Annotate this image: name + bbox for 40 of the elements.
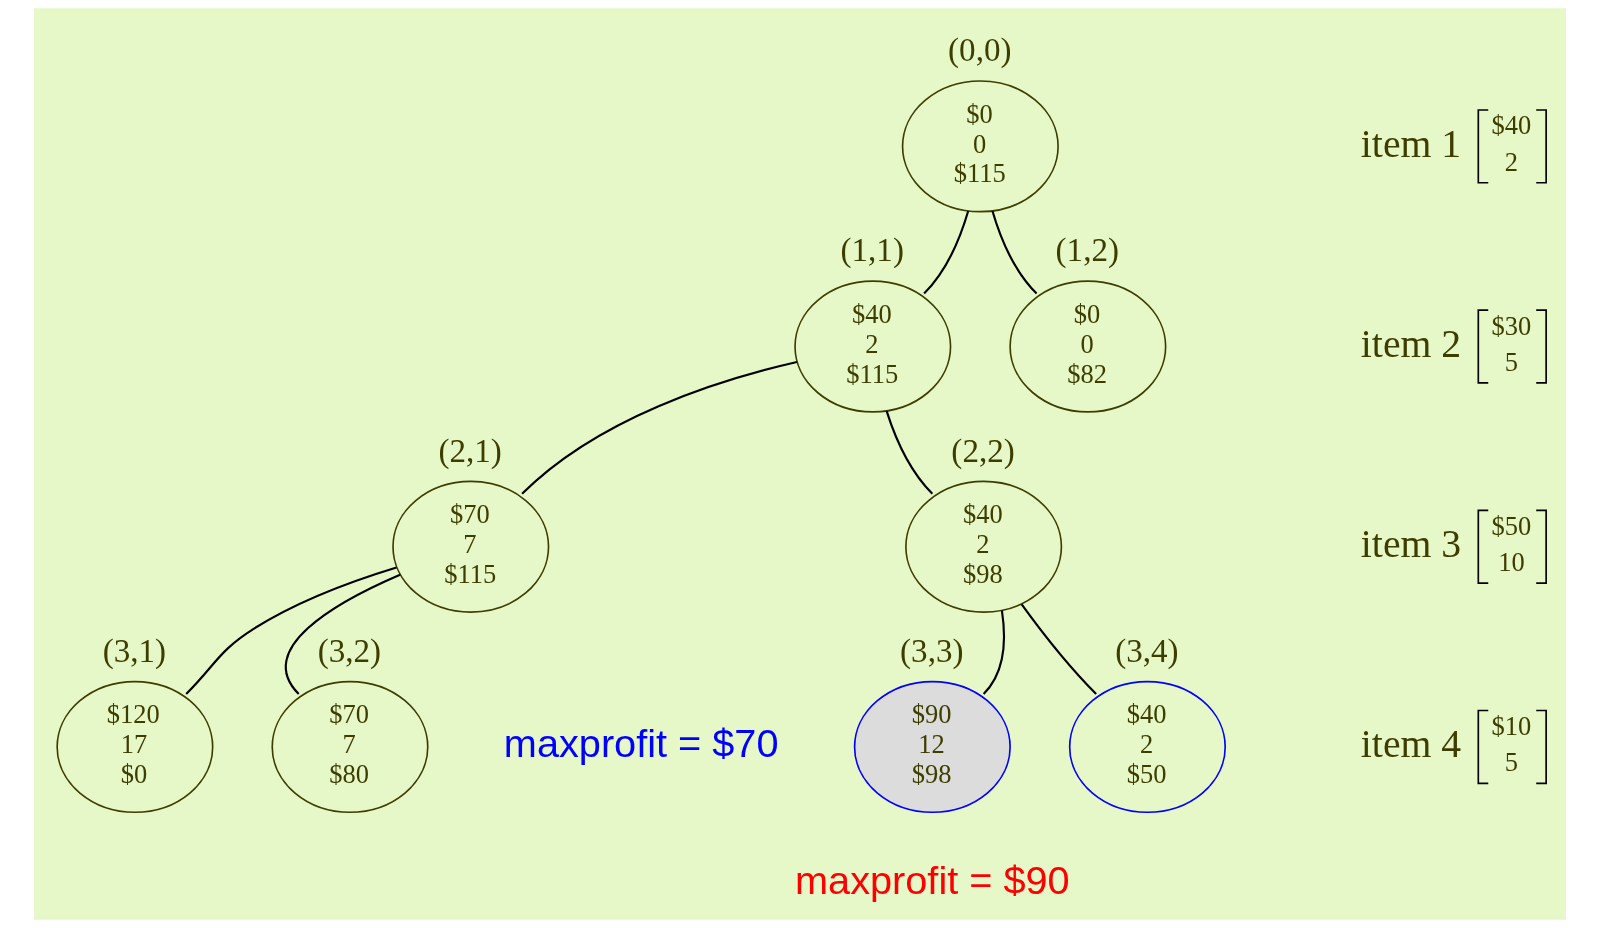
node-ellipse: $90 12 $98 <box>853 680 1011 814</box>
label: item 1 <box>1360 121 1461 166</box>
label: $40 <box>1491 110 1531 141</box>
connector <box>922 210 969 295</box>
node-label: (2,1) <box>438 432 502 469</box>
label: maxprofit = $70 <box>503 721 778 766</box>
node-ellipse: $40 2 $98 <box>904 480 1062 613</box>
connector <box>1020 603 1097 695</box>
node-ellipse: $70 7 $115 <box>391 480 549 613</box>
connector <box>885 410 933 495</box>
label: item 4 <box>1360 722 1461 767</box>
node-ellipse: $120 17 $0 <box>55 680 213 814</box>
label: 5 <box>1504 347 1518 378</box>
node-label: (1,2) <box>1055 232 1119 269</box>
node-label: (3,4) <box>1114 632 1179 669</box>
label: 10 <box>1497 547 1525 578</box>
node-label: (3,3) <box>899 632 963 669</box>
label: maxprofit = $90 <box>794 857 1070 902</box>
node-ellipse: $0 0 $82 <box>1008 280 1166 413</box>
label: 5 <box>1504 747 1518 778</box>
label: $30 <box>1491 310 1531 341</box>
node-ellipse: $40 2 $115 <box>793 280 951 413</box>
node-ellipse: $40 2 $50 <box>1068 680 1226 814</box>
label: 2 <box>1504 146 1518 177</box>
connector <box>990 210 1037 295</box>
node-label: (3,1) <box>102 632 166 669</box>
node-label: (3,2) <box>317 632 381 669</box>
label: item 2 <box>1360 321 1461 366</box>
label: $10 <box>1491 711 1531 741</box>
node-label: (0,0) <box>947 32 1011 69</box>
node-ellipse: $70 7 $80 <box>270 680 429 814</box>
node-label: (2,2) <box>950 432 1015 469</box>
connector <box>284 573 400 695</box>
connector <box>520 360 797 495</box>
connector <box>982 610 1005 695</box>
node-label: (1,1) <box>840 232 904 269</box>
label: $50 <box>1491 510 1531 541</box>
label: item 3 <box>1360 521 1461 566</box>
connector <box>184 566 397 695</box>
node-ellipse: $0 0 $115 <box>901 80 1059 213</box>
